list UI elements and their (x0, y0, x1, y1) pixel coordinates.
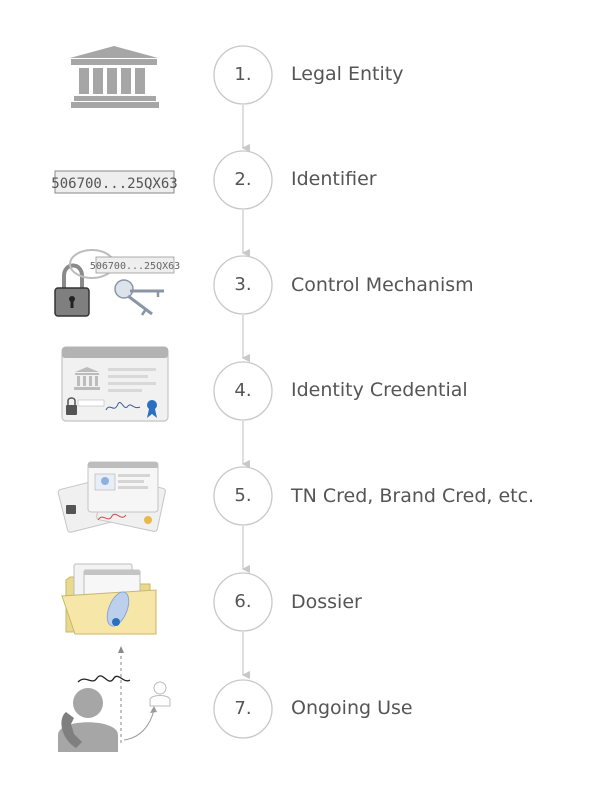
step-number-1: 1. (234, 64, 252, 85)
step-number-2: 2. (234, 169, 252, 190)
step-circle-2 (213, 150, 273, 210)
step-number-5: 5. (234, 485, 252, 506)
step-label-legal-entity: Legal Entity (291, 63, 404, 85)
step-circles (213, 45, 273, 739)
step-label-dossier: Dossier (291, 591, 362, 613)
phone-caller-icon (58, 646, 171, 752)
identifier-tag-icon: 506700...25QX63 (51, 170, 178, 194)
identity-credential-card-icon (61, 346, 169, 422)
step-circle-4 (213, 361, 273, 421)
step-circle-5 (213, 466, 273, 526)
control-identifier-text: 506700...25QX63 (90, 261, 180, 272)
step-number-3: 3. (234, 274, 252, 295)
stacked-credentials-icon (57, 461, 166, 533)
step-circle-6 (213, 572, 273, 632)
step-number-4: 4. (234, 380, 252, 401)
step-number-6: 6. (234, 591, 252, 612)
step-number-7: 7. (234, 698, 252, 719)
step-label-control-mechanism: Control Mechanism (291, 274, 474, 296)
step-circle-1 (213, 45, 273, 105)
step-label-identifier: Identifier (291, 168, 377, 190)
step-label-identity-credential: Identity Credential (291, 379, 468, 401)
step-label-ongoing-use: Ongoing Use (291, 697, 413, 719)
step-circle-3 (213, 255, 273, 315)
step-label-tn-cred: TN Cred, Brand Cred, etc. (291, 485, 535, 507)
dossier-folder-icon (61, 563, 157, 635)
step-circle-7 (213, 679, 273, 739)
legal-entity-building-icon (70, 46, 159, 108)
identifier-tag-text: 506700...25QX63 (51, 176, 177, 192)
padlock-key-icon: 506700...25QX63 (54, 249, 180, 317)
